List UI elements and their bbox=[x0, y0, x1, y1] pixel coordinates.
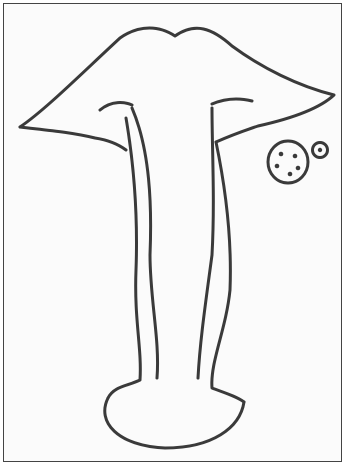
stem-inner-right bbox=[198, 108, 213, 378]
spore-dot bbox=[275, 164, 280, 169]
gill-line-left bbox=[100, 103, 132, 110]
stem-right-edge bbox=[212, 142, 244, 402]
spore-dot bbox=[279, 152, 284, 157]
gill-line-right bbox=[212, 99, 252, 104]
cap-underside-left bbox=[20, 127, 126, 150]
spore-dot bbox=[288, 172, 293, 177]
stem-left-edge bbox=[108, 118, 140, 398]
cap-outline bbox=[20, 28, 334, 142]
spore-dot bbox=[296, 166, 301, 171]
single-spore-dot bbox=[318, 148, 322, 152]
spore-cluster-outline bbox=[268, 141, 308, 183]
spore-dot bbox=[293, 154, 298, 159]
volva-base bbox=[105, 398, 244, 448]
